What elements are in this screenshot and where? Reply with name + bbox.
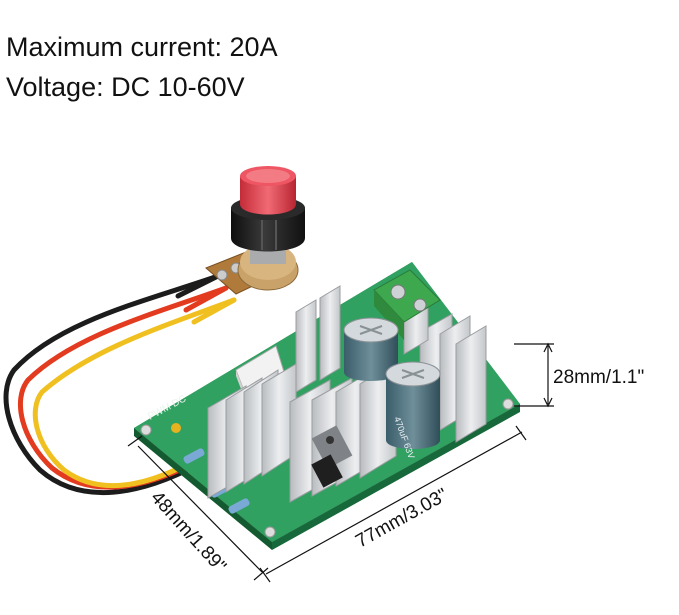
capacitor-2: 470uF 63V	[385, 361, 441, 460]
max-current-text: Maximum current: 20A	[6, 32, 278, 62]
heatsink-right	[289, 361, 397, 503]
dimension-height: 28mm/1.1"	[514, 342, 644, 408]
capacitor-1	[343, 317, 399, 381]
voltage-text: Voltage: DC 10-60V	[6, 72, 245, 102]
knob	[231, 166, 305, 252]
height-label: 28mm/1.1"	[553, 367, 644, 388]
heatsink-left	[207, 285, 341, 499]
